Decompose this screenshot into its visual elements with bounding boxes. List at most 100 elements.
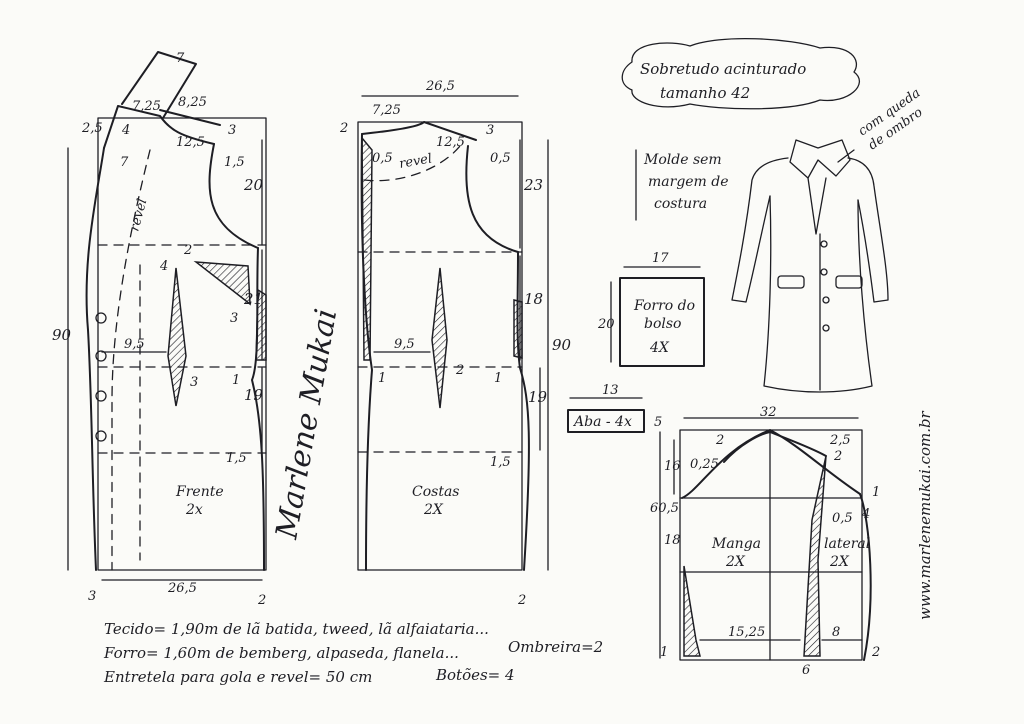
pocket-name-1: Forro do: [633, 298, 695, 314]
back-shoulder: 12,5: [436, 135, 465, 150]
front-left-a: 2,5: [81, 121, 103, 136]
button-mark: [95, 312, 107, 324]
back-side-in: 1: [494, 371, 502, 386]
pocket-width: 17: [652, 251, 669, 266]
sleeve-total-h: 60,5: [650, 501, 679, 516]
back-dart-out: 2: [455, 363, 464, 378]
sleeve-width: 32: [760, 405, 777, 420]
pocket-qty: 4X: [649, 340, 670, 356]
front-qty: 2x: [185, 502, 203, 518]
front-top-b: 8,25: [178, 95, 207, 110]
sleeve-elbow-in: 0,5: [832, 511, 853, 526]
front-top-a: 7,25: [132, 99, 161, 114]
front-facing-line: [111, 149, 151, 571]
back-waist: 18: [524, 290, 543, 308]
pocket-height: 20: [597, 317, 615, 332]
front-bust-dart: [193, 261, 251, 306]
pocket-pieces: [567, 266, 705, 433]
front-dart-side: 3: [230, 311, 238, 326]
coat-pocket-left: [777, 275, 805, 289]
materials-fabric: Tecido= 1,90m de lã batida, tweed, lã al…: [104, 620, 489, 638]
signature: Marlene Mukai: [269, 306, 344, 542]
flap-name: Aba - 4x: [572, 414, 632, 430]
coat-left-sleeve: [731, 157, 789, 303]
front-hem-in: 1,5: [226, 451, 247, 466]
front-side-hatch: [255, 288, 267, 361]
sleeve-lower-h: 18: [664, 533, 681, 548]
sleeve-side-r: 1: [872, 485, 880, 500]
front-hem-left: 3: [88, 589, 96, 604]
front-collar: [121, 51, 197, 119]
side-qty: 2X: [829, 554, 850, 570]
coat-pocket-right: [835, 275, 863, 289]
front-name: Frente: [175, 484, 224, 500]
back-hem-in: 1,5: [490, 455, 511, 470]
flap-height: 5: [654, 415, 662, 430]
front-waist: 21: [243, 290, 263, 308]
back-qty: 2X: [423, 502, 444, 518]
back-facing-label: revel: [398, 151, 433, 172]
sleeve-bot-mid: 6: [802, 663, 810, 678]
sleeve-seam-hatch: [803, 455, 827, 657]
front-armhole: [208, 143, 259, 249]
button-mark: [95, 390, 107, 402]
pocket-lining-box: [619, 277, 705, 367]
note-line1: Molde sem: [643, 152, 722, 168]
front-dart-top: 4: [159, 259, 168, 274]
sleeve-cap-h: 16: [664, 459, 681, 474]
website: www.marlenemukai.com.br: [916, 410, 934, 620]
sleeve-cap-l: 2: [715, 433, 724, 448]
coat-button: [822, 324, 830, 332]
flap-width: 13: [602, 383, 619, 398]
back-sh-drop: 3: [486, 123, 494, 138]
front-arm-in: 1,5: [224, 155, 245, 170]
back-facing-line: [363, 145, 461, 182]
sleeve-cap: [681, 429, 861, 499]
back-armhole: 23: [523, 176, 543, 194]
shoulder-pads: Ombreira=2: [508, 638, 603, 656]
back-name: Costas: [412, 484, 459, 500]
title-line1: Sobretudo acinturado: [640, 60, 806, 78]
coat-button: [820, 268, 828, 276]
back-total: 90: [552, 336, 572, 354]
coat-button: [822, 296, 830, 304]
back-neck-shoulder: [361, 121, 477, 141]
back-waist-dart: [431, 267, 448, 409]
sleeve-name: Manga: [711, 536, 761, 552]
front-piece: [67, 51, 267, 581]
sleeve-hem-side: 8: [832, 625, 840, 640]
front-dart-dist: 9,5: [124, 337, 145, 352]
back-hip: 19: [528, 388, 548, 406]
sleeve-pieces: [659, 417, 872, 661]
sleeve-side-seam: [859, 493, 872, 661]
materials-lining: Forro= 1,60m de bemberg, alpaseda, flane…: [103, 644, 459, 662]
front-collar-w: 7: [176, 51, 185, 66]
front-center-edge: [85, 147, 105, 571]
sleeve-cap-r: 2,5: [829, 433, 851, 448]
back-arm-in: 0,5: [490, 151, 511, 166]
sleeve-side-r2: 4: [861, 507, 870, 522]
flap-box: [567, 409, 645, 433]
front-dart-w: 2: [183, 243, 192, 258]
title-line2: tamanho 42: [660, 84, 750, 102]
coat-lapel: [807, 177, 827, 235]
sleeve-cap-r2: 2: [833, 449, 842, 464]
back-width-top: 26,5: [425, 79, 455, 94]
sleeve-cap-inner: [723, 431, 827, 463]
button-mark: [95, 350, 107, 362]
coat-sketch: [731, 139, 889, 393]
sleeve-front-hatch: [683, 565, 701, 657]
coat-button: [820, 240, 828, 248]
button-mark: [95, 430, 107, 442]
side-name: lateral: [824, 536, 870, 552]
sleeve-bot-r: 2: [871, 645, 880, 660]
back-neck-l: 2: [339, 121, 348, 136]
front-neck-d: 7: [120, 155, 129, 170]
front-neckline: [103, 105, 215, 149]
front-hip: 19: [244, 386, 264, 404]
sleeve-qty: 2X: [725, 554, 746, 570]
back-piece: [357, 95, 549, 571]
back-center-hatch: [361, 135, 373, 361]
